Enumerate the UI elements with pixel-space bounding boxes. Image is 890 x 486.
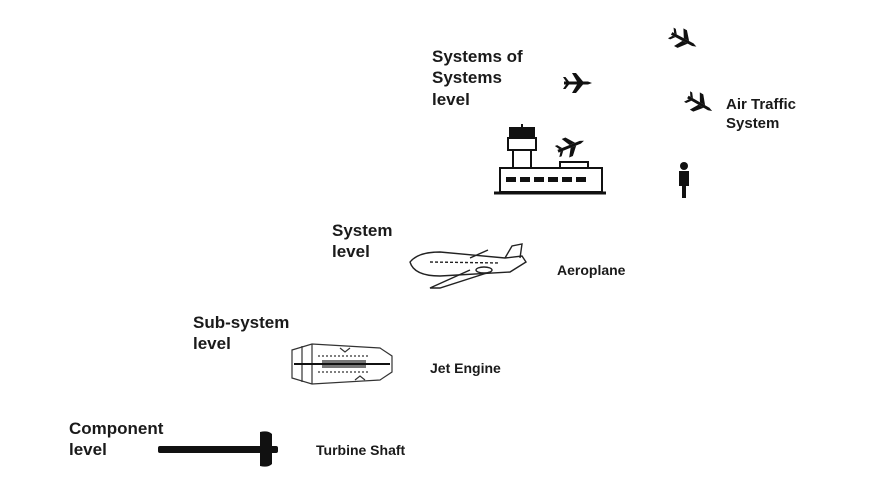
air-traffic-system-label: Air Traffic System (726, 96, 797, 132)
airplane-icon (563, 73, 592, 93)
airplane-icon (553, 131, 588, 161)
person-icon (679, 162, 689, 198)
aeroplane-label: Aeroplane (557, 262, 626, 278)
control-tower-icon (494, 124, 606, 195)
turbine-shaft-label: Turbine Shaft (316, 442, 406, 458)
component-level-label: Component level (69, 419, 164, 460)
turbine-shaft-icon (158, 431, 278, 467)
system-level-label: System level (332, 221, 393, 262)
airplane-icon (666, 24, 702, 56)
subsystem-level-label: Sub-system level (193, 313, 290, 354)
jet-engine-label: Jet Engine (430, 360, 501, 376)
aeroplane-drawing (409, 243, 527, 289)
airplane-icon (682, 87, 718, 120)
jet-engine-drawing (291, 343, 393, 385)
systems-of-systems-level-label: Systems of Systems level (432, 47, 523, 109)
